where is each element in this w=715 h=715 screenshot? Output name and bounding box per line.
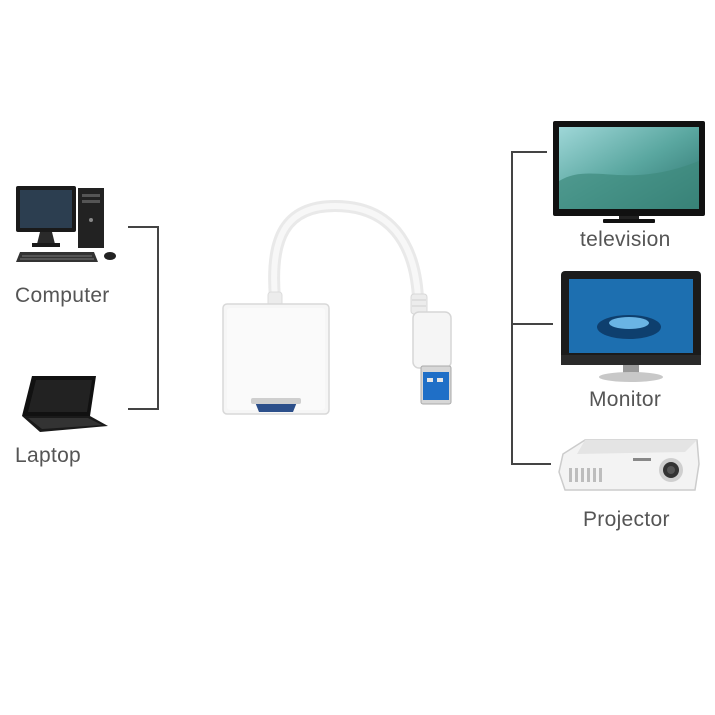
usb-to-vga-adapter — [215, 198, 465, 420]
television-icon — [553, 121, 705, 224]
monitor-label: Monitor — [589, 388, 662, 411]
desktop-computer-icon — [12, 180, 122, 270]
projector-connector-line — [511, 463, 551, 465]
television-label: television — [580, 228, 671, 251]
laptop-icon — [18, 372, 113, 436]
monitor-icon — [561, 271, 701, 383]
laptop-label: Laptop — [15, 444, 82, 467]
television-connector-line — [511, 151, 547, 153]
monitor-connector-line — [511, 323, 553, 325]
projector-label: Projector — [583, 508, 670, 531]
right-bracket-vertical — [511, 151, 513, 465]
left-bracket-vertical — [157, 226, 159, 410]
laptop-connector-line — [128, 408, 159, 410]
projector-icon — [557, 434, 702, 496]
computer-connector-line — [128, 226, 159, 228]
computer-label: Computer — [15, 284, 110, 307]
